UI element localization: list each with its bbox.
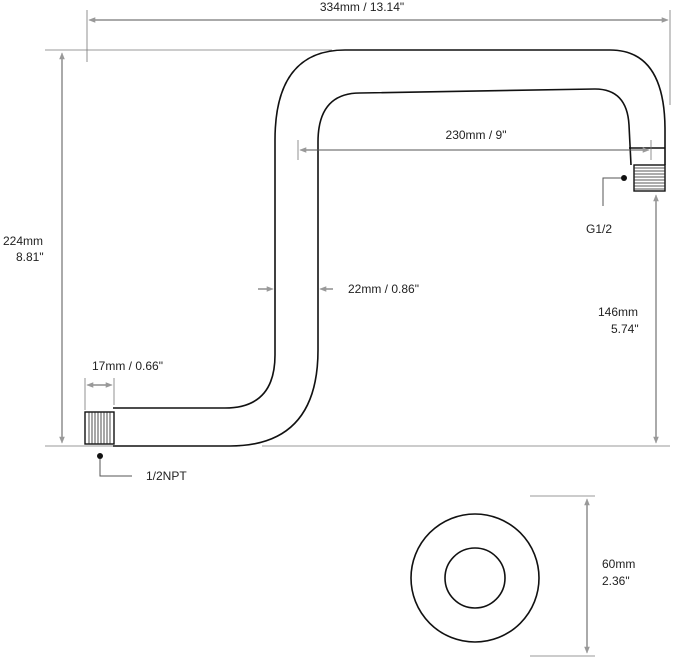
shower-arm-pipe [84,49,666,447]
height-label-mm: 224mm [3,234,43,248]
outlet-thread [633,164,666,192]
outlet-height-label-mm: 146mm [598,305,638,319]
outlet-thread-callout: G1/2 [586,175,627,236]
outlet-thread-label: G1/2 [586,222,612,236]
overall-width-dimension: 334mm / 13.14" [86,0,671,105]
inlet-thread-label: 1/2NPT [146,469,187,483]
flange-diameter-dimension: 60mm 2.36" [530,495,645,657]
pipe-outer-contour [113,49,666,409]
flange-inner-circle [444,547,506,609]
height-label-in: 8.81" [16,250,44,264]
inlet-thread-length-dimension: 17mm / 0.66" [84,359,163,410]
flange [410,513,540,643]
inlet-thread-callout: 1/2NPT [97,453,187,483]
pipe-diameter-dimension: 22mm / 0.86" [258,282,419,296]
inlet-thread-lines [88,412,111,444]
pipe-diameter-label: 22mm / 0.86" [348,282,419,296]
inlet-thread [84,411,115,445]
flange-diameter-label-mm: 60mm [602,557,635,571]
flange-diameter-label-in: 2.36" [602,574,630,588]
height-dimension: 224mm 8.81" [2,49,670,447]
pipe-inner-contour [113,88,632,447]
inlet-thread-length-label: 17mm / 0.66" [92,359,163,373]
outlet-height-label-in: 5.74" [611,322,639,336]
span-dimension: 230mm / 9" [297,128,652,160]
overall-width-label: 334mm / 13.14" [320,0,404,14]
outlet-thread-lines [634,167,665,190]
span-label: 230mm / 9" [446,128,507,142]
outlet-height-dimension: 146mm 5.74" [597,194,659,444]
